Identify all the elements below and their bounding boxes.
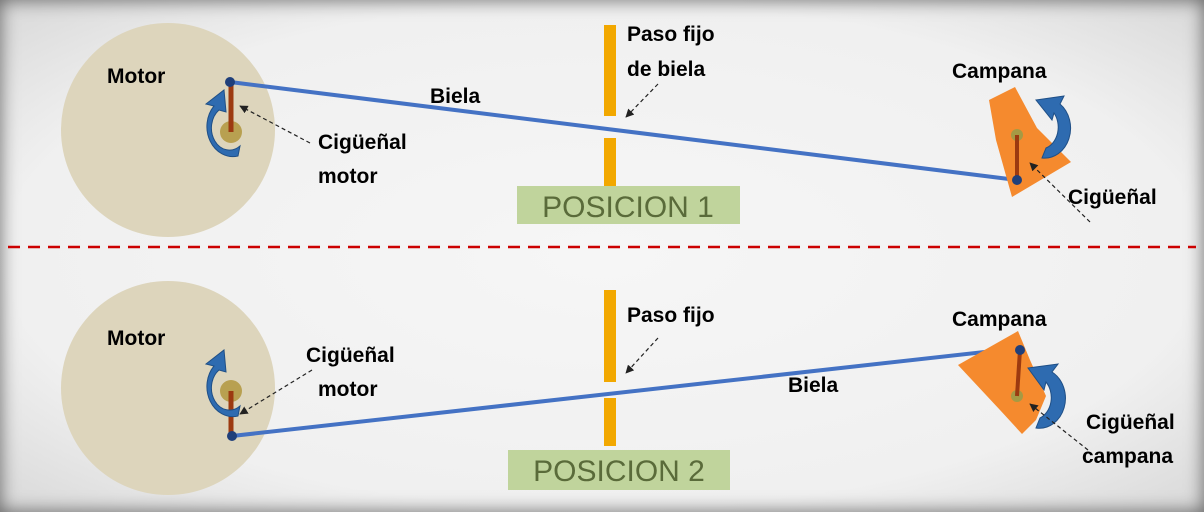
bell-rotation-arrow-icon xyxy=(1035,95,1072,159)
bell-crank-label-line2: campana xyxy=(1082,445,1173,468)
rod-end-motor xyxy=(225,77,235,87)
motor-disc xyxy=(61,281,275,495)
guide-label-line2: de biela xyxy=(627,58,706,81)
guide-pointer xyxy=(625,337,659,374)
motor-label: Motor xyxy=(107,65,165,88)
motor-label: Motor xyxy=(107,327,165,350)
rod-end-bell xyxy=(1012,175,1022,185)
connecting-rod xyxy=(229,80,1018,182)
fixed-guide-bottom xyxy=(604,398,616,446)
motor-crank-label-line2: motor xyxy=(318,378,378,401)
bell-crank xyxy=(958,331,1046,434)
position-label: POSICION 1 xyxy=(542,191,714,224)
motor-crank-pointer xyxy=(239,369,313,415)
bell-rotation-arrow-icon xyxy=(1027,363,1066,429)
fixed-guide-bottom xyxy=(604,138,616,188)
guide-label: Paso fijo xyxy=(627,304,715,327)
panel-position-1: Motor Cigüeñal motor Paso fijo de biela … xyxy=(61,23,1157,237)
bell-crank xyxy=(989,87,1071,197)
position-box xyxy=(517,186,740,224)
position-label: POSICION 2 xyxy=(533,455,705,488)
rod-label: Biela xyxy=(430,85,481,108)
rod-end-motor xyxy=(227,431,237,441)
motor-disc xyxy=(61,23,275,237)
bell-crank-arm xyxy=(1015,349,1022,397)
motor-crank-label-line1: Cigüeñal xyxy=(318,131,407,154)
rod-end-bell xyxy=(1015,345,1025,355)
rotation-arrow-icon xyxy=(204,349,241,418)
motor-crank-label-line1: Cigüeñal xyxy=(306,344,395,367)
rod-label: Biela xyxy=(788,374,839,397)
position-box xyxy=(508,450,730,490)
panel-position-2: Motor Cigüeñal motor Paso fijo Biela Cam… xyxy=(61,281,1175,495)
bell-label: Campana xyxy=(952,308,1047,331)
fixed-guide-top xyxy=(604,290,616,382)
motor-crank-label-line2: motor xyxy=(318,165,378,188)
guide-label-line1: Paso fijo xyxy=(627,23,715,46)
motor-crank-pointer xyxy=(239,105,311,144)
guide-pointer xyxy=(625,83,659,118)
bell-crank-pointer xyxy=(1029,403,1089,451)
bell-label: Campana xyxy=(952,60,1047,83)
fixed-guide-top xyxy=(604,25,616,116)
connecting-rod xyxy=(231,346,1021,438)
bell-crank-label-line1: Cigüeñal xyxy=(1086,411,1175,434)
bell-crank-label: Cigüeñal xyxy=(1068,186,1157,209)
rotation-arrow-icon xyxy=(204,89,241,158)
bell-crank-pointer xyxy=(1029,162,1091,223)
